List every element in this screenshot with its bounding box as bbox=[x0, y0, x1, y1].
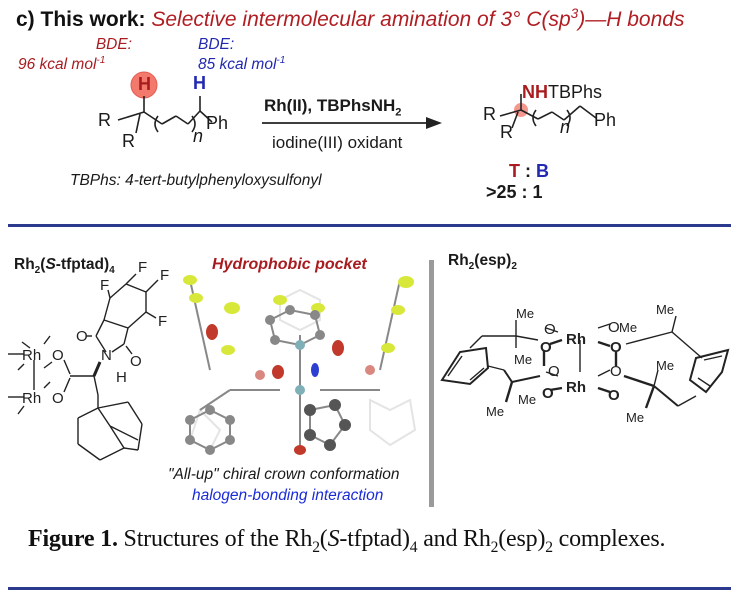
selectivity-ratio: >25 : 1 bbox=[486, 182, 543, 202]
f-atom-2: F bbox=[138, 259, 147, 276]
f-atom-3: F bbox=[160, 267, 169, 284]
rh-atom-upper: Rh bbox=[566, 331, 586, 348]
o-atom-6: O bbox=[610, 339, 622, 356]
product-structure bbox=[499, 94, 597, 129]
me-4: Me bbox=[486, 404, 504, 419]
product-amine: NHTBPhs bbox=[522, 82, 603, 102]
o-atom-imide1: O bbox=[76, 328, 88, 345]
reactant-structure bbox=[117, 71, 213, 134]
f-atom-1: F bbox=[100, 277, 109, 294]
me-1: Me bbox=[516, 306, 534, 321]
reactant-r2: R bbox=[122, 131, 135, 151]
product-ph: Ph bbox=[594, 110, 617, 130]
bde-benzylic-label: BDE: bbox=[198, 36, 235, 53]
catalyst-right-structure: Rh Rh O O O O O O O O Me Me Me Me Me Me … bbox=[440, 302, 730, 425]
me-7: Me bbox=[656, 358, 674, 373]
h-atom: H bbox=[116, 369, 127, 386]
conditions-below: iodine(III) oxidant bbox=[272, 133, 403, 152]
product-r1: R bbox=[483, 104, 496, 124]
rh-atom-lower: Rh bbox=[566, 379, 586, 396]
reactant-n: n bbox=[193, 126, 204, 146]
o-atom-upper: O bbox=[52, 347, 64, 364]
crystal-structure bbox=[183, 275, 417, 455]
me-6: Me bbox=[656, 302, 674, 317]
me-3: Me bbox=[518, 392, 536, 407]
o-atom-5: O bbox=[608, 319, 620, 336]
conditions-above: Rh(II), TBPhsNH2 bbox=[264, 96, 402, 119]
scheme-subtitle: Selective intermolecular amination of 3°… bbox=[151, 6, 685, 31]
n-atom: N bbox=[101, 347, 112, 364]
selectivity-label: T : B bbox=[509, 161, 549, 181]
reactant-ph: Ph bbox=[206, 113, 229, 133]
reaction-arrow bbox=[262, 117, 442, 129]
bde-benzylic-value: 85 kcal mol-1 bbox=[198, 55, 286, 74]
benzylic-h: H bbox=[193, 73, 206, 93]
o-atom-1: O bbox=[544, 321, 556, 338]
crystal-caption-halogen: halogen-bonding interaction bbox=[192, 487, 384, 504]
crystal-caption-conformation: "All-up" chiral crown conformation bbox=[168, 466, 400, 483]
f-atom-4: F bbox=[158, 313, 167, 330]
me-5: Me bbox=[619, 320, 637, 335]
product-n: n bbox=[560, 117, 571, 137]
crystal-title: Hydrophobic pocket bbox=[212, 256, 367, 273]
o-atom-3: O bbox=[548, 363, 560, 380]
tertiary-h: H bbox=[138, 74, 151, 94]
o-atom-8: O bbox=[608, 387, 620, 404]
section-divider bbox=[8, 224, 731, 227]
bde-tertiary-value: 96 kcal mol-1 bbox=[18, 55, 106, 74]
o-atom-lower: O bbox=[52, 390, 64, 407]
o-atom-4: O bbox=[542, 385, 554, 402]
rh-atom-upper: Rh bbox=[22, 347, 41, 364]
rh-atom-lower: Rh bbox=[22, 390, 41, 407]
me-8: Me bbox=[626, 410, 644, 425]
figure-caption: Figure 1. Structures of the Rh2(S-tfptad… bbox=[28, 526, 666, 556]
scheme-heading: c) This work: Selective intermolecular a… bbox=[16, 6, 684, 32]
o-atom-2: O bbox=[540, 339, 552, 356]
o-atom-imide2: O bbox=[130, 353, 142, 370]
me-2: Me bbox=[514, 352, 532, 367]
bde-tertiary-label: BDE: bbox=[95, 36, 132, 53]
reactant-r1: R bbox=[98, 110, 111, 130]
product-r2: R bbox=[500, 122, 513, 142]
o-atom-7: O bbox=[610, 363, 622, 380]
scheme-label: c) This work: bbox=[16, 8, 146, 31]
abbreviation-note: TBPhs: 4-tert-butylphenyloxysulfonyl bbox=[70, 172, 322, 189]
catalyst-left-structure: Rh Rh O O N H O O F F F F bbox=[8, 259, 169, 461]
panel-separator bbox=[429, 260, 434, 507]
caption-divider bbox=[8, 587, 731, 590]
catalyst-right-name: Rh2(esp)2 bbox=[448, 252, 517, 273]
catalyst-left-name: Rh2(S-tfptad)4 bbox=[14, 256, 115, 277]
